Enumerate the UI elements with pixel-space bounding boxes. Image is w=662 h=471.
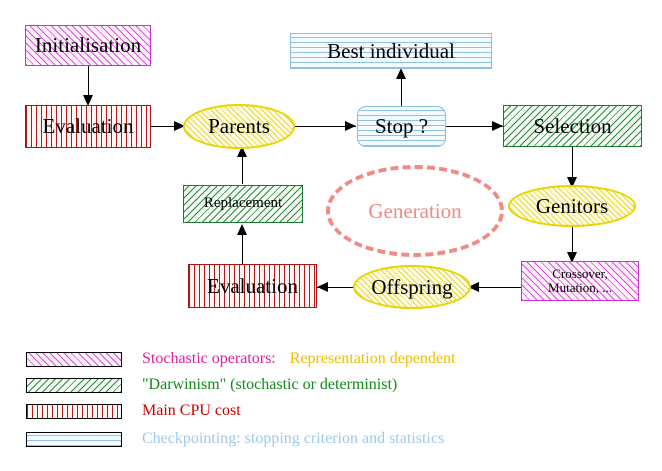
legend-swatch-blue-horizontal-icon [26, 431, 122, 447]
node-replacement-label: Replacement [203, 195, 283, 212]
node-stop[interactable]: Stop ? [357, 106, 446, 147]
legend-row-checkpointing: Checkpointing: stopping criterion and st… [26, 428, 444, 450]
node-genitors-label: Genitors [535, 193, 609, 218]
node-selection-label: Selection [533, 113, 612, 138]
node-evaluation-top-label: Evaluation [42, 114, 134, 139]
node-crossover-mutation-label-line1: Crossover, [552, 266, 608, 282]
edge-genitors-crossover-arrow [567, 252, 577, 263]
node-stop-label: Stop ? [374, 114, 429, 139]
legend-label-representation-dependent: Representation dependent [289, 350, 456, 367]
legend-row-stochastic: Stochastic operators: Representation dep… [26, 348, 455, 370]
node-genitors[interactable]: Genitors [508, 185, 636, 227]
edge-evaluation-parents-arrow [174, 121, 185, 131]
edge-replacement-parents-arrow [237, 146, 247, 157]
legend: Stochastic operators: Representation dep… [0, 338, 662, 471]
legend-label-stochastic-operators: Stochastic operators: [142, 350, 276, 367]
edge-offspring-evaluation-line [317, 287, 357, 288]
edge-evaluation-parents-line [151, 126, 183, 127]
edge-parents-stop-arrow [345, 121, 356, 131]
edge-replacement-parents-line [242, 148, 243, 184]
edge-initialisation-evaluation-line [88, 65, 89, 100]
node-crossover-mutation[interactable]: Crossover, Mutation, ... [521, 261, 639, 301]
node-evaluation-bottom[interactable]: Evaluation [188, 264, 317, 308]
edge-genitors-crossover-line [572, 226, 573, 262]
legend-label-main-cpu-cost: Main CPU cost [142, 402, 241, 419]
node-replacement[interactable]: Replacement [183, 185, 303, 223]
edge-crossover-offspring-line [468, 287, 521, 288]
edge-initialisation-evaluation-arrow [83, 95, 93, 106]
edge-evaluation-replacement-line [242, 226, 243, 264]
node-selection[interactable]: Selection [503, 105, 642, 147]
node-offspring[interactable]: Offspring [353, 265, 471, 309]
node-parents[interactable]: Parents [183, 104, 295, 149]
node-best-individual[interactable]: Best individual [290, 33, 492, 69]
legend-swatch-green-diagonal-icon [26, 377, 122, 393]
legend-swatch-magenta-diagonal-icon [26, 351, 122, 367]
legend-row-cpu-cost: Main CPU cost [26, 400, 241, 422]
edge-offspring-evaluation-arrow [317, 282, 328, 292]
legend-label-checkpointing: Checkpointing: stopping criterion and st… [142, 430, 445, 447]
edge-stop-selection-arrow [492, 121, 503, 131]
edge-stop-best-arrow [396, 68, 406, 79]
generation-ellipse: Generation [326, 165, 504, 257]
edge-stop-selection-line [446, 126, 503, 127]
node-parents-label: Parents [208, 114, 270, 139]
node-initialisation[interactable]: Initialisation [25, 25, 151, 66]
edge-selection-genitors-line [572, 147, 573, 185]
edge-parents-stop-line [294, 126, 356, 127]
generation-label: Generation [368, 198, 462, 223]
edge-selection-genitors-arrow [567, 177, 577, 188]
edge-evaluation-replacement-arrow [237, 224, 247, 235]
node-evaluation-top[interactable]: Evaluation [25, 105, 151, 148]
legend-label-darwinism: "Darwinism" (stochastic or determinist) [142, 376, 398, 393]
edge-stop-best-line [401, 70, 402, 106]
edge-crossover-offspring-arrow [468, 282, 479, 292]
node-initialisation-label: Initialisation [34, 33, 142, 58]
node-crossover-mutation-label-line2: Mutation, ... [548, 280, 612, 295]
node-evaluation-bottom-label: Evaluation [207, 273, 298, 298]
legend-swatch-red-vertical-icon [26, 403, 122, 419]
legend-row-darwinism: "Darwinism" (stochastic or determinist) [26, 374, 397, 396]
node-offspring-label: Offspring [371, 274, 453, 299]
node-best-individual-label: Best individual [327, 38, 455, 63]
